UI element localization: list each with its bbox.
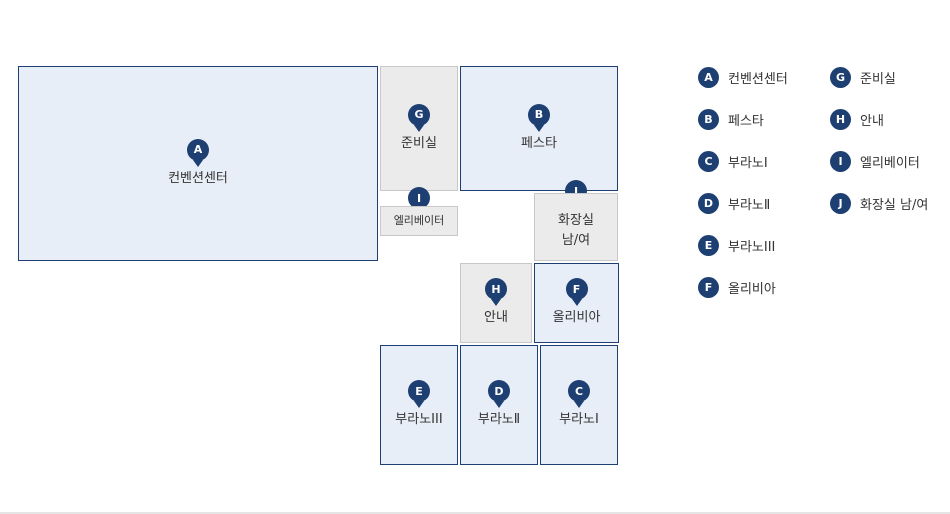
map-pin-icon: I — [408, 187, 430, 209]
legend-badge-icon: F — [698, 276, 719, 298]
map-pin-icon: B — [528, 103, 550, 126]
legend-item[interactable]: F 올리비아 — [698, 276, 776, 298]
map-pin-icon: C — [568, 380, 590, 402]
room-restroom[interactable]: 화장실 남/여 — [534, 193, 618, 261]
room-burano-3[interactable]: E 부라노III — [380, 345, 458, 465]
legend-item[interactable]: B 페스타 — [698, 108, 764, 130]
room-prep[interactable]: G 준비실 — [380, 66, 458, 191]
legend-label: 올리비아 — [728, 281, 776, 297]
room-burano-2[interactable]: D 부라노Ⅱ — [460, 345, 538, 465]
room-label: 엘리베이터 — [393, 214, 445, 227]
room-fiesta[interactable]: B 페스타 — [460, 66, 618, 191]
room-label: 부라노Ⅱ — [477, 412, 521, 427]
legend-item[interactable]: I 엘리베이터 — [830, 150, 920, 172]
legend-item[interactable]: A 컨벤션센터 — [698, 66, 788, 88]
room-info[interactable]: H 안내 — [460, 263, 532, 343]
legend-badge-icon: A — [698, 66, 719, 88]
legend-badge-icon: D — [698, 192, 719, 214]
legend-badge-icon: B — [698, 108, 719, 130]
legend-label: 부라노Ⅰ — [728, 155, 768, 171]
legend-badge-icon: H — [830, 108, 851, 130]
room-label: 준비실 — [401, 135, 437, 151]
legend-item[interactable]: H 안내 — [830, 108, 884, 130]
room-label: 부라노Ⅰ — [559, 412, 599, 427]
legend-label: 부라노Ⅱ — [728, 197, 771, 213]
room-elevator[interactable]: 엘리베이터 — [380, 206, 458, 236]
legend-label: 페스타 — [728, 113, 764, 129]
map-pin-icon: D — [488, 380, 510, 402]
room-label: 안내 — [484, 310, 508, 325]
legend-item[interactable]: C 부라노Ⅰ — [698, 150, 768, 172]
legend-label: 컨벤션센터 — [728, 71, 788, 87]
map-pin-icon: A — [187, 138, 209, 161]
map-pin-icon: E — [408, 380, 430, 402]
room-burano-1[interactable]: C 부라노Ⅰ — [540, 345, 618, 465]
legend-item[interactable]: D 부라노Ⅱ — [698, 192, 770, 214]
room-label: 화장실 남/여 — [558, 213, 594, 248]
room-label: 페스타 — [521, 135, 557, 151]
room-convention-center[interactable]: A 컨벤션센터 — [18, 66, 378, 261]
map-pin-icon: F — [565, 278, 588, 300]
legend-label: 안내 — [860, 113, 884, 129]
legend-badge-icon: E — [698, 234, 719, 256]
legend-label: 화장실 남/여 — [860, 197, 929, 213]
legend-label: 준비실 — [860, 71, 896, 87]
legend-label: 부라노III — [728, 239, 776, 255]
room-label: 컨벤션센터 — [168, 170, 228, 186]
room-olivia[interactable]: F 올리비아 — [534, 263, 619, 343]
legend-item[interactable]: J 화장실 남/여 — [830, 192, 928, 214]
room-label: 부라노III — [395, 412, 443, 427]
map-pin-icon: H — [485, 278, 507, 300]
legend: A 컨벤션센터 B 페스타 C 부라노Ⅰ D 부라노Ⅱ E 부라노III F 올… — [698, 66, 950, 306]
legend-badge-icon: C — [698, 150, 719, 172]
legend-badge-icon: J — [830, 192, 851, 214]
legend-item[interactable]: E 부라노III — [698, 234, 775, 256]
legend-badge-icon: G — [830, 66, 851, 88]
room-label: 올리비아 — [552, 310, 601, 325]
map-pin-icon: G — [408, 103, 430, 126]
legend-badge-icon: I — [830, 150, 851, 172]
legend-item[interactable]: G 준비실 — [830, 66, 896, 88]
legend-label: 엘리베이터 — [860, 155, 920, 171]
bottom-divider — [0, 512, 950, 514]
